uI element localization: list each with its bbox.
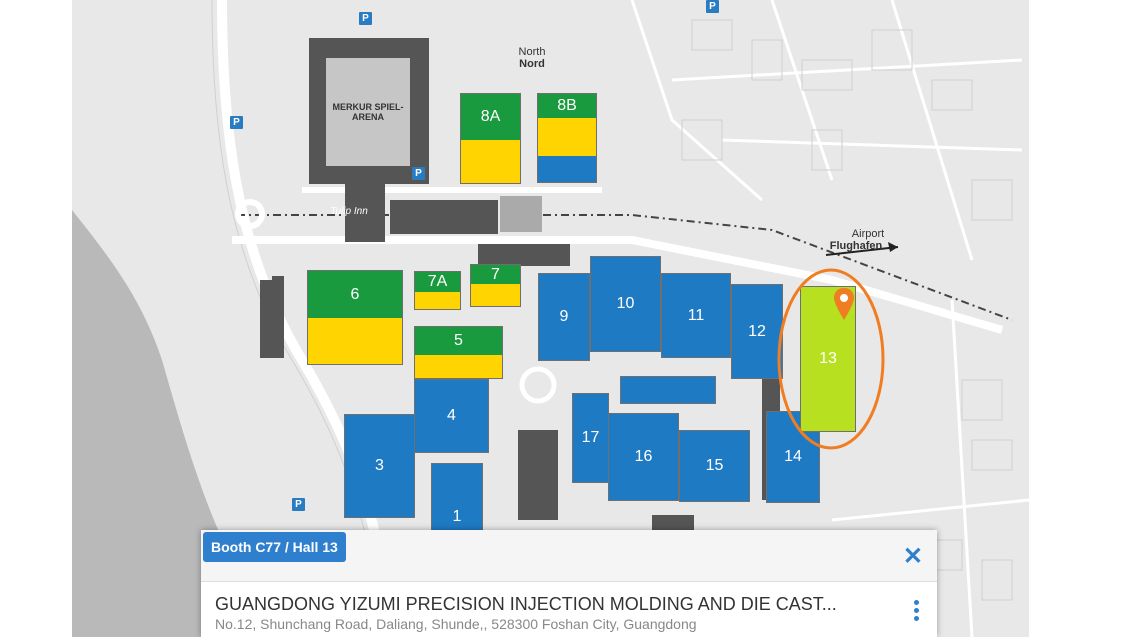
hall-label: 8B [538, 94, 596, 118]
close-icon[interactable]: ✕ [902, 543, 923, 570]
parking-icon: P [412, 167, 425, 180]
popup-header: Booth C77 / Hall 13 ✕ [201, 530, 937, 582]
hall-label: 8A [461, 94, 520, 140]
hall-13-highlighted[interactable]: 13 [800, 286, 856, 432]
airport-label-en: Airport [851, 228, 885, 240]
exhibitor-name[interactable]: GUANGDONG YIZUMI PRECISION INJECTION MOL… [215, 594, 837, 614]
more-options-icon[interactable] [914, 600, 919, 624]
hall-8a[interactable]: 8A [460, 93, 521, 184]
hall-17[interactable]: 17 [572, 393, 609, 483]
arena-label: MERKUR SPIEL-ARENA [332, 102, 404, 122]
parking-icon: P [706, 0, 719, 13]
booth-info-popup: Booth C77 / Hall 13 ✕ GUANGDONG YIZUMI P… [201, 530, 937, 637]
booth-tag[interactable]: Booth C77 / Hall 13 [203, 532, 346, 562]
hall-11[interactable]: 11 [661, 273, 731, 358]
north-label-en: North [518, 46, 546, 58]
hall-label: 7 [471, 265, 520, 284]
exhibition-center-label [620, 376, 716, 404]
exhibitor-address: No.12, Shunchang Road, Daliang, Shunde,,… [215, 616, 697, 632]
hall-12[interactable]: 12 [731, 284, 783, 379]
hall-5[interactable]: 5 [414, 326, 503, 379]
parking-icon: P [230, 116, 243, 129]
hall-label: 7A [415, 272, 460, 292]
parking-icon: P [292, 498, 305, 511]
hall-7a[interactable]: 7A [414, 271, 461, 310]
parking-icon: P [359, 12, 372, 25]
hall-7[interactable]: 7 [470, 264, 521, 307]
hall-label: 6 [308, 271, 402, 318]
hall-4[interactable]: 4 [414, 379, 489, 453]
hall-6[interactable]: 6 [307, 270, 403, 365]
hall-label: 5 [415, 327, 502, 355]
hotel-label: Tulip Inn [330, 206, 368, 217]
airport-label-de: Flughafen [829, 240, 883, 252]
hall-3[interactable]: 3 [344, 414, 415, 518]
hall-9[interactable]: 9 [538, 273, 590, 361]
hall-16[interactable]: 16 [608, 413, 679, 501]
hall-8b[interactable]: 8B [537, 93, 597, 183]
hall-10[interactable]: 10 [590, 256, 661, 352]
hall-15[interactable]: 15 [679, 430, 750, 502]
north-label-de: Nord [519, 58, 545, 70]
